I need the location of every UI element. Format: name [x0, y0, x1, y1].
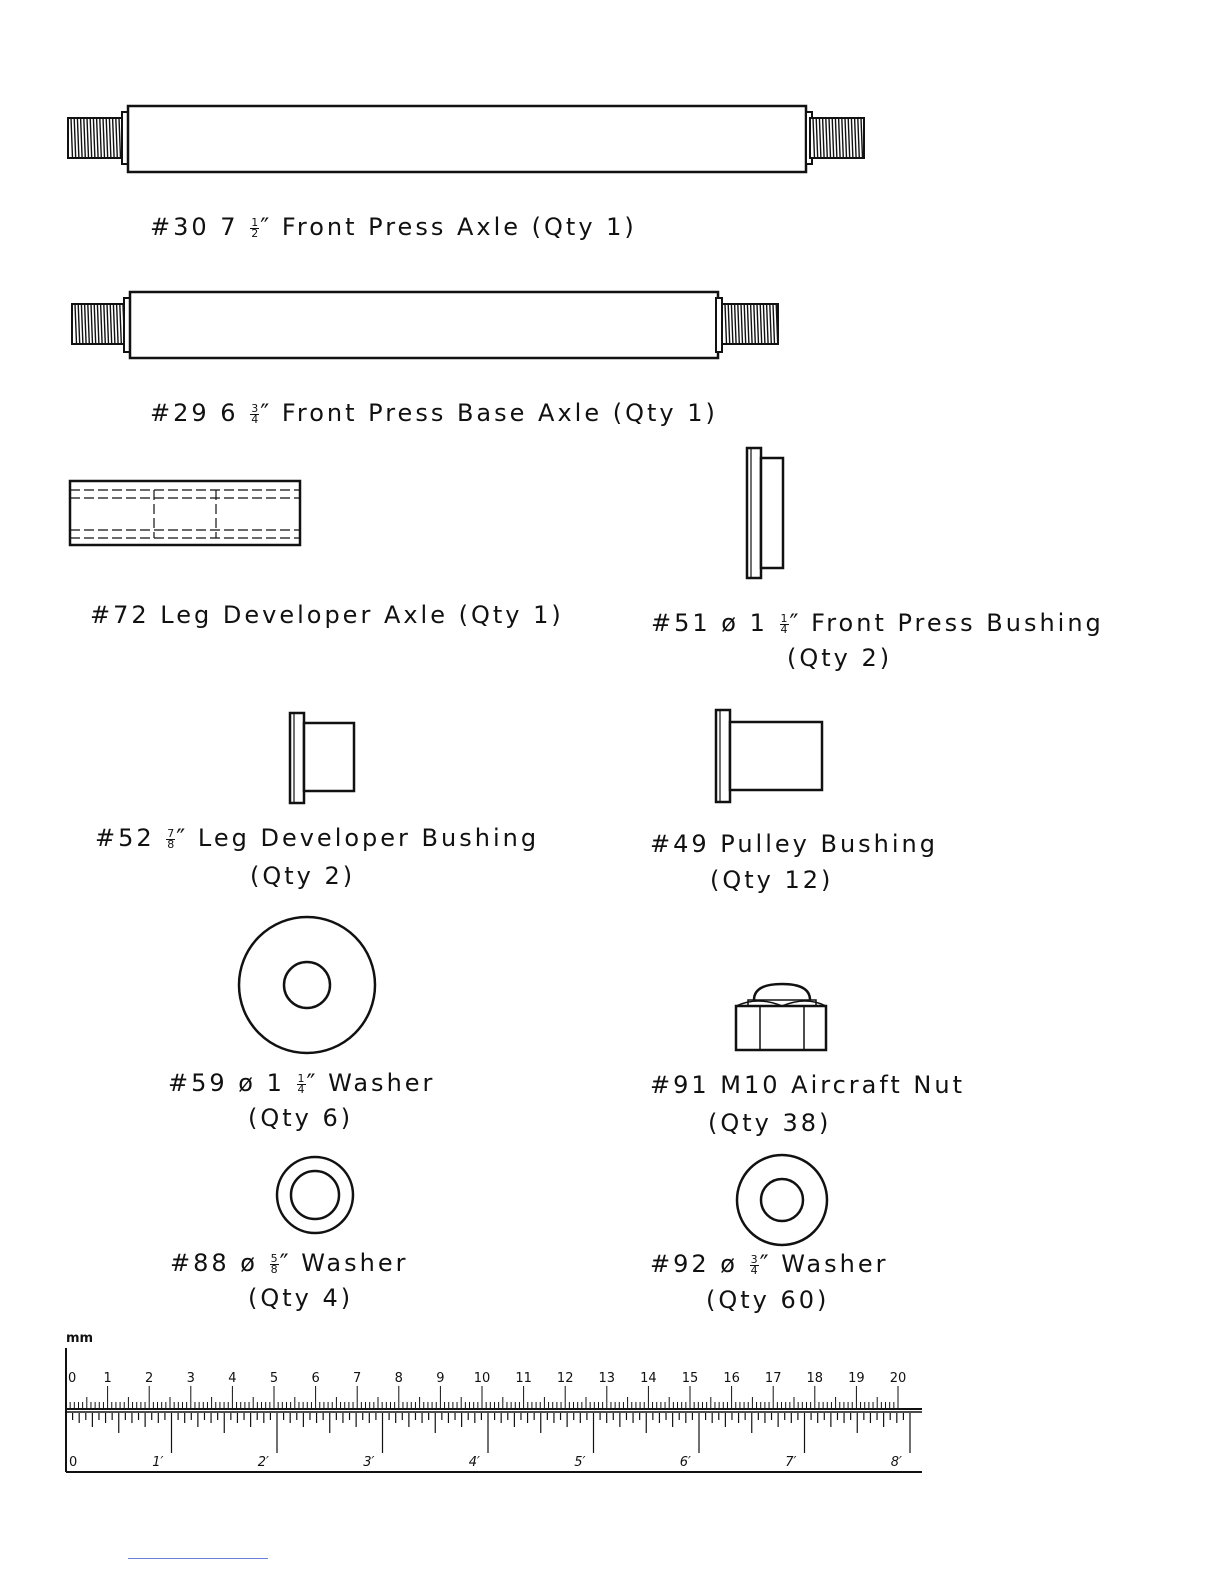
inch-label: 7′ [785, 1455, 796, 1470]
part-51-qty: (Qty 2) [787, 644, 893, 672]
washer-59-drawing [237, 915, 377, 1055]
cm-label: 11 [515, 1371, 532, 1386]
cm-label: 1 [103, 1371, 111, 1386]
part-72-label: #72 Leg Developer Axle (Qty 1) [90, 601, 564, 629]
cm-label: 0 [68, 1371, 76, 1386]
washer-92-drawing [735, 1153, 829, 1247]
cm-label: 13 [599, 1371, 616, 1386]
cm-label: 6 [311, 1371, 319, 1386]
inch-label: 5′ [574, 1455, 585, 1470]
cm-label: 4 [228, 1371, 236, 1386]
cm-label: 8 [395, 1371, 403, 1386]
part-59-qty: (Qty 6) [248, 1104, 354, 1132]
footer-link-underline [128, 1558, 268, 1559]
part-92-qty: (Qty 60) [706, 1286, 830, 1314]
inch-label: 3′ [363, 1455, 374, 1470]
inch-label: 2′ [258, 1455, 269, 1470]
part-49-qty: (Qty 12) [710, 866, 834, 894]
millimeter-ticks [65, 1386, 899, 1408]
front-press-axle-30-drawing [67, 104, 865, 174]
part-52-qty: (Qty 2) [250, 862, 356, 890]
cm-label: 2 [145, 1371, 153, 1386]
part-91-qty: (Qty 38) [708, 1109, 832, 1137]
cm-label: 3 [187, 1371, 195, 1386]
inch-label: 8′ [891, 1455, 902, 1470]
part-49-label: #49 Pulley Bushing [650, 830, 938, 858]
inch-label: 6′ [680, 1455, 691, 1470]
cm-label: 5 [270, 1371, 278, 1386]
aircraft-nut-91-drawing [734, 982, 828, 1052]
inch-label: 0 [69, 1455, 77, 1470]
part-91-label: #91 M10 Aircraft Nut [650, 1071, 966, 1099]
leg-developer-bushing-52-drawing [288, 711, 356, 805]
cm-label: 17 [765, 1371, 782, 1386]
cm-label: 7 [353, 1371, 361, 1386]
front-press-bushing-51-drawing [745, 446, 785, 580]
cm-label: 9 [436, 1371, 444, 1386]
cm-label: 18 [807, 1371, 824, 1386]
mm-unit-label: mm [66, 1331, 93, 1346]
inch-label: 4′ [469, 1455, 480, 1470]
inch-labels: 0 1′ 2′ 3′ 4′ 5′ 6′ 7′ 8′ [69, 1455, 902, 1470]
cm-label: 14 [640, 1371, 657, 1386]
cm-label: 12 [557, 1371, 574, 1386]
cm-label: 15 [682, 1371, 699, 1386]
cm-label: 20 [890, 1371, 907, 1386]
washer-88-drawing [275, 1155, 355, 1235]
pulley-bushing-49-drawing [714, 708, 824, 804]
cm-label: 16 [723, 1371, 740, 1386]
inch-ticks [65, 1413, 911, 1453]
leg-developer-axle-72-drawing [68, 479, 302, 547]
cm-label: 10 [474, 1371, 491, 1386]
cm-label: 19 [848, 1371, 865, 1386]
part-88-qty: (Qty 4) [248, 1284, 354, 1312]
front-press-base-axle-29-drawing [71, 290, 779, 360]
inch-label: 1′ [152, 1455, 163, 1470]
